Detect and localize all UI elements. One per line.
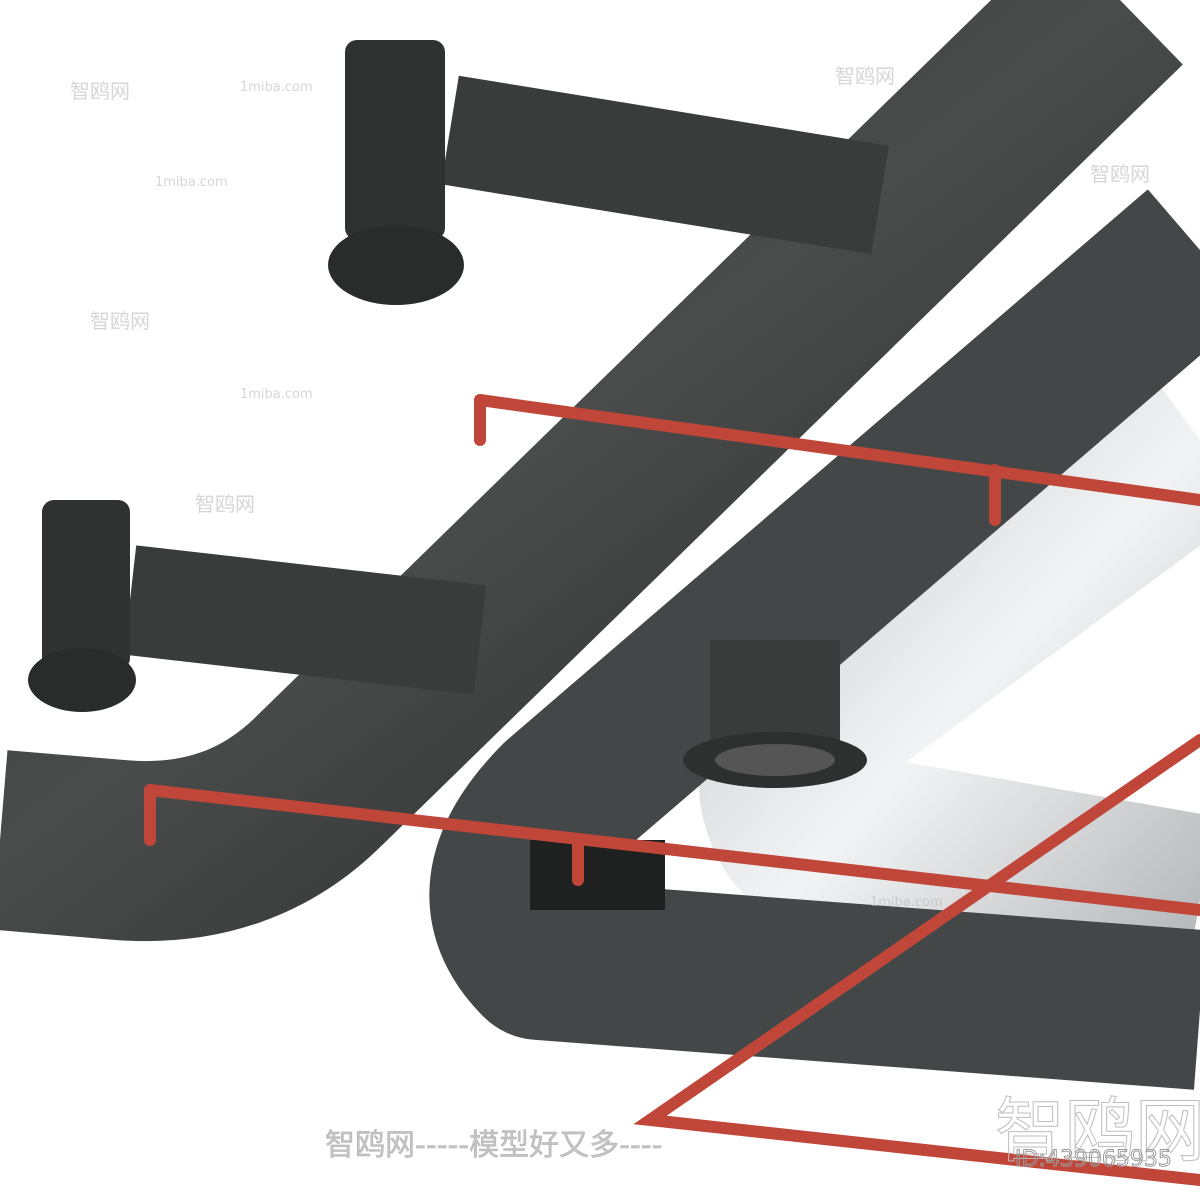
watermark-id: ID:439065935 xyxy=(1015,1147,1173,1173)
lower-diffuser xyxy=(28,648,136,712)
watermark-site: 1miba.com xyxy=(155,175,228,190)
watermark-site: 1miba.com xyxy=(240,80,313,95)
dark-main-duct xyxy=(0,0,1183,942)
watermark-brand: 智鸥网 xyxy=(90,309,150,333)
gray-duct xyxy=(429,189,1200,1090)
branch-duct-lower xyxy=(123,545,487,695)
diffuser-drop xyxy=(710,640,840,750)
watermark-brand: 智鸥网 xyxy=(195,492,255,516)
watermark-brand: 智鸥网 xyxy=(835,64,895,88)
branch-duct-upper xyxy=(441,75,889,255)
watermark-slogan: 智鸥网-----模型好又多---- xyxy=(325,1128,663,1164)
watermark-brand: 智鸥网 xyxy=(70,79,130,103)
sprinkler-pipes xyxy=(144,394,1200,1186)
watermark-brand: 智鸥网 xyxy=(1090,162,1150,186)
upper-diffuser xyxy=(328,225,464,305)
watermark-brand-large: 智鸥网 xyxy=(995,1090,1200,1173)
watermark-site: 1miba.com xyxy=(870,895,943,910)
watermark-site: 1miba.com xyxy=(240,387,313,402)
